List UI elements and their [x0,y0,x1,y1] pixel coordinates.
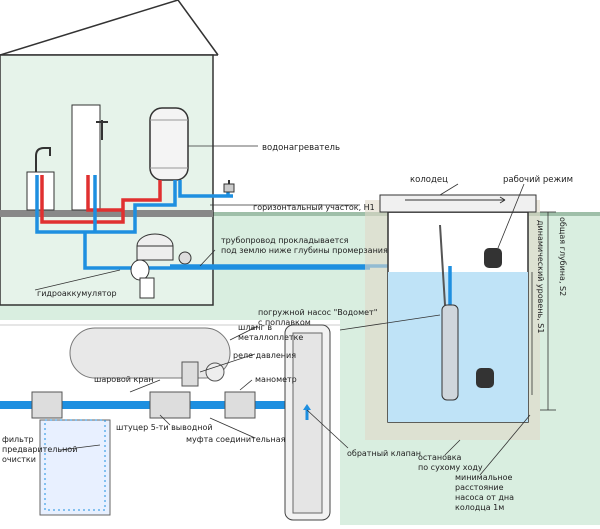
label-check-valve: обратный клапан [347,449,421,458]
detail-inset [0,320,340,525]
label-hose: шланг в металлоплетке [238,323,303,342]
label-dynamic-level: динамический уровень, S1 [536,220,545,333]
accumulator-icon [130,233,192,299]
label-pressure-relay: реле давления [233,351,296,360]
water-heater-icon [149,107,189,181]
label-well: колодец [410,175,448,185]
leader-lines [34,145,531,476]
label-fitting: штуцер 5-ти выводной [116,423,213,432]
dimension-lines [531,211,556,411]
house-pipes [35,175,370,270]
pump-detail [284,324,331,521]
label-pump: погружной насос "Водомет" с поплавком [258,308,380,327]
label-accumulator: гидроаккумулятор [37,289,117,298]
label-dry-stop: остановка по сухому ходу [418,453,483,472]
label-work-mode: рабочий режим [503,175,573,185]
label-water-heater: водонагреватель [262,143,340,153]
label-filter: фильтр предварительной очистки [2,435,80,464]
label-manometer: манометр [255,375,297,384]
label-total-depth: общая глубина, S2 [558,217,567,296]
pump-icon [439,224,502,401]
outdoor-tap-icon [223,180,235,193]
label-horizontal: горизонтальный участок, Н1 [253,203,375,212]
label-coupling: муфта соединительная [186,435,286,444]
label-pipeline: трубопровод прокладывается под землю ниж… [221,236,388,255]
label-min-distance: минимальное расстояние насоса от дна кол… [455,473,517,512]
label-ball-valve: шаровой кран [94,375,154,384]
